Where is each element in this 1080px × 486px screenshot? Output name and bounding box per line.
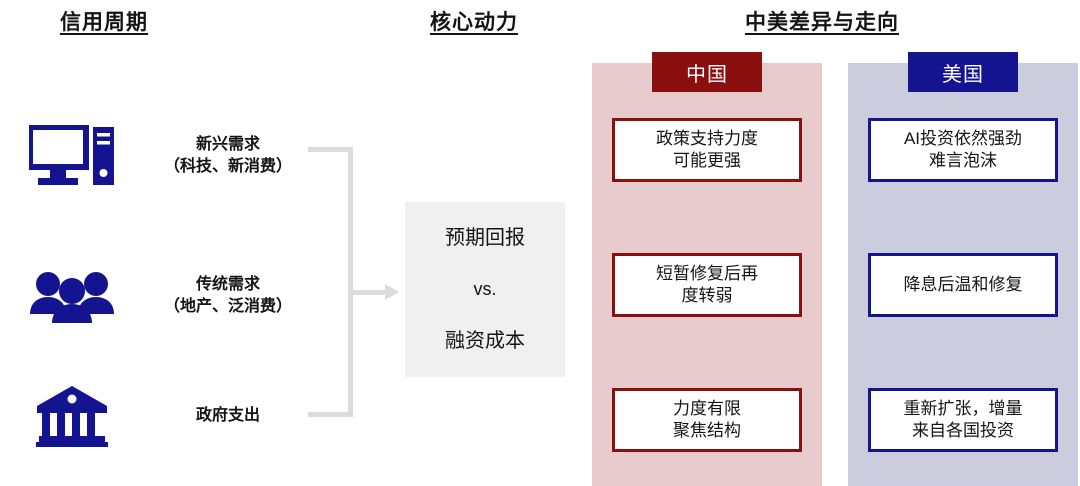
us-fact-box-1: 降息后温和修复 <box>868 253 1058 317</box>
driver-row-traditional-demand: 传统需求 （地产、泛消费） <box>0 248 330 344</box>
core-funding-cost: 融资成本 <box>445 329 525 352</box>
china-fact-box-0: 政策支持力度 可能更强 <box>612 118 802 182</box>
driver-title: 传统需求 <box>195 276 260 294</box>
china-fact-2-line2: 聚焦结构 <box>673 421 741 440</box>
government-bank-icon <box>18 368 126 464</box>
core-vs-label: vs. <box>473 278 497 299</box>
driver-label-government-spending: 政府支出 <box>128 368 328 464</box>
driver-label-emerging-demand: 新兴需求 （科技、新消费） <box>128 108 328 204</box>
china-fact-1-line2: 度转弱 <box>681 286 733 305</box>
driver-row-government-spending: 政府支出 <box>0 368 330 464</box>
column-heading-core-driver: 核心动力 <box>430 11 518 34</box>
us-fact-box-2: 重新扩张，增量 来自各国投资 <box>868 388 1058 452</box>
core-expected-return: 预期回报 <box>445 227 525 250</box>
bracket-top-segment <box>308 147 353 152</box>
driver-label-traditional-demand: 传统需求 （地产、泛消费） <box>128 248 328 344</box>
bracket-vertical-segment <box>348 147 353 417</box>
china-fact-2-line1: 力度有限 <box>673 398 741 418</box>
driver-row-emerging-demand: 新兴需求 （科技、新消费） <box>0 108 330 204</box>
driver-title: 政府支出 <box>195 407 260 425</box>
china-fact-0-line1: 政策支持力度 <box>656 128 758 148</box>
us-fact-0-line2: 难言泡沫 <box>929 151 997 170</box>
column-heading-credit-cycle: 信用周期 <box>60 11 148 34</box>
column-heading-china-us-compare: 中美差异与走向 <box>745 11 899 34</box>
comparison-panel-us: 美国 AI投资依然强劲 难言泡沫 降息后温和修复 重新扩张，增量 来自各国投资 <box>848 52 1078 486</box>
core-driver-box: 预期回报 vs. 融资成本 <box>405 202 565 377</box>
people-group-icon <box>18 248 126 344</box>
china-fact-0-line2: 可能更强 <box>673 151 741 170</box>
driver-subtitle: （地产、泛消费） <box>163 298 292 315</box>
us-fact-2-line1: 重新扩张，增量 <box>903 398 1023 418</box>
arrow-line <box>353 290 387 295</box>
desktop-computer-icon <box>18 108 126 204</box>
comparison-panel-china: 中国 政策支持力度 可能更强 短暂修复后再 度转弱 力度有限 聚焦结构 <box>592 52 822 486</box>
china-fact-box-2: 力度有限 聚焦结构 <box>612 388 802 452</box>
panel-badge-china: 中国 <box>652 52 762 92</box>
china-fact-box-1: 短暂修复后再 度转弱 <box>612 253 802 317</box>
driver-title: 新兴需求 <box>195 136 260 154</box>
us-fact-2-line2: 来自各国投资 <box>912 421 1014 440</box>
china-fact-1-line1: 短暂修复后再 <box>656 263 758 283</box>
bracket-bottom-segment <box>308 412 353 417</box>
us-fact-0-line1: AI投资依然强劲 <box>903 128 1023 148</box>
arrow-right-icon <box>385 284 399 300</box>
driver-subtitle: （科技、新消费） <box>163 158 292 175</box>
panel-badge-us: 美国 <box>908 52 1018 92</box>
us-fact-1-line1: 降息后温和修复 <box>903 274 1023 294</box>
us-fact-box-0: AI投资依然强劲 难言泡沫 <box>868 118 1058 182</box>
